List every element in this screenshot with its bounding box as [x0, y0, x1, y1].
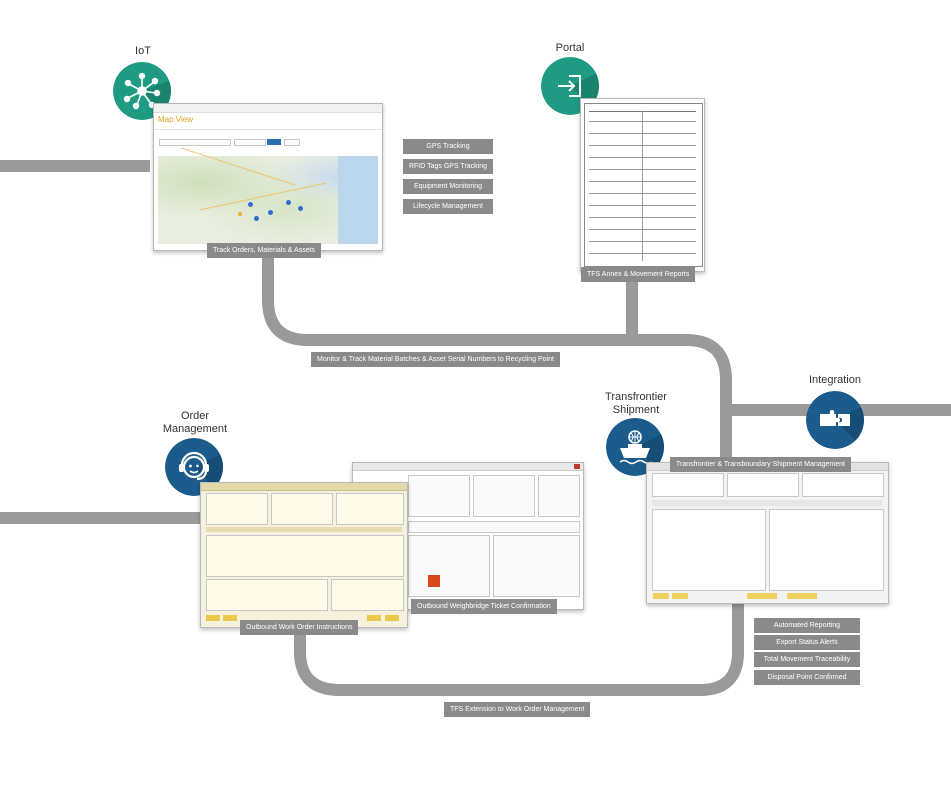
iot-title: IoT: [135, 45, 151, 57]
caption-track-orders: Track Orders, Materials & Assets: [207, 243, 322, 258]
tfs-feature-export: Export Status Alerts: [754, 635, 860, 650]
portal-title: Portal: [555, 42, 585, 54]
tfs-feature-reporting: Automated Reporting: [754, 618, 860, 633]
caption-tfs-extension: TFS Extension to Work Order Management: [444, 702, 591, 717]
tfs-feature-traceability: Total Movement Traceability: [754, 652, 860, 667]
caption-work-order: Outbound Work Order Instructions: [240, 620, 359, 635]
path-main-loop: [262, 232, 732, 480]
tfs-management-screenshot: [646, 462, 889, 604]
order-management-title: Order Management: [162, 410, 228, 435]
caption-monitor-track: Monitor & Track Material Batches & Asset…: [311, 352, 560, 367]
iot-feature-lifecycle: Lifecycle Management: [403, 199, 493, 214]
puzzle-icon: [806, 391, 864, 449]
map-view-screenshot: Map View: [153, 103, 383, 251]
integration-node[interactable]: [806, 391, 864, 449]
work-order-screenshot: [200, 482, 408, 628]
caption-weighbridge: Outbound Weighbridge Ticket Confirmation: [411, 599, 557, 614]
iot-feature-equipment: Equipment Monitoring: [403, 179, 493, 194]
order-management-node[interactable]: [165, 438, 223, 496]
integration-title: Integration: [809, 374, 861, 386]
transfrontier-title: Transfrontier Shipment: [605, 391, 667, 416]
path-bottom-loop: [294, 600, 744, 696]
tfs-feature-disposal: Disposal Point Confirmed: [754, 670, 860, 685]
tfs-annex-document: [580, 98, 705, 272]
iot-feature-gps: GPS Tracking: [403, 139, 493, 154]
map-area[interactable]: [158, 147, 378, 244]
headset-agent-icon: [165, 438, 223, 496]
map-view-title: Map View: [158, 115, 193, 124]
iot-feature-rfid: RFID Tags GPS Tracking: [403, 159, 493, 174]
caption-transboundary: Transfrontier & Transboundary Shipment M…: [670, 457, 851, 472]
caption-tfs-annex: TFS Annex & Movement Reports: [581, 267, 696, 282]
